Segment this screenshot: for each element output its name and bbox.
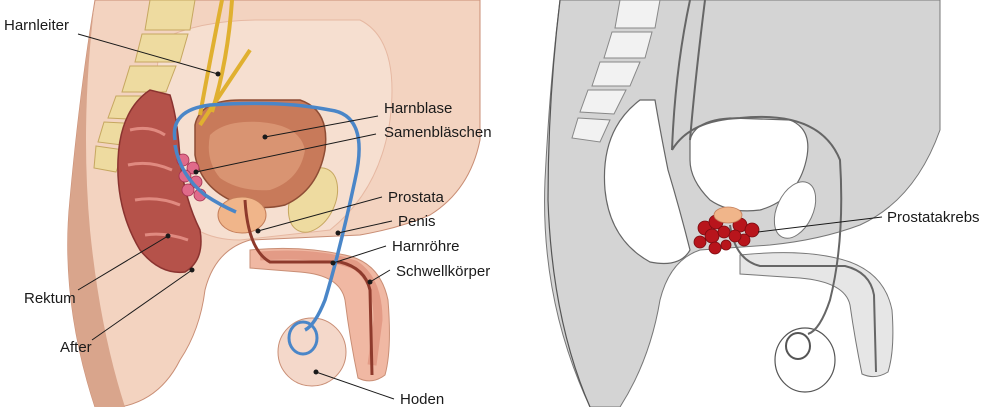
label-rektum: Rektum [24, 290, 76, 307]
label-hoden: Hoden [400, 391, 444, 407]
leader-dot-harnleiter [216, 72, 221, 77]
label-after: After [60, 339, 92, 356]
right-anatomy-illustration [545, 0, 940, 407]
label-prostata: Prostata [388, 189, 445, 206]
leader-dot-after [190, 268, 195, 273]
label-prostatakrebs: Prostatakrebs [887, 209, 980, 226]
label-schwellkoerper: Schwellkörper [396, 263, 490, 280]
leader-dot-rektum [166, 234, 171, 239]
label-harnleiter: Harnleiter [4, 17, 69, 34]
label-samenblaeschen: Samenbläschen [384, 124, 492, 141]
leader-dot-prostata [256, 229, 261, 234]
leader-dot-harnroehre [331, 261, 336, 266]
leader-dot-penis [336, 231, 341, 236]
label-harnblase: Harnblase [384, 100, 452, 117]
prostate-organ [218, 197, 266, 233]
grey-testis [775, 328, 835, 392]
label-penis: Penis [398, 213, 436, 230]
label-harnroehre: Harnröhre [392, 238, 460, 255]
leader-dot-schwellkoerper [368, 280, 373, 285]
leader-dot-hoden [314, 370, 319, 375]
leader-dot-samenblaeschen [194, 170, 199, 175]
leader-dot-harnblase [263, 135, 268, 140]
prostate-healthy-part [714, 207, 742, 223]
